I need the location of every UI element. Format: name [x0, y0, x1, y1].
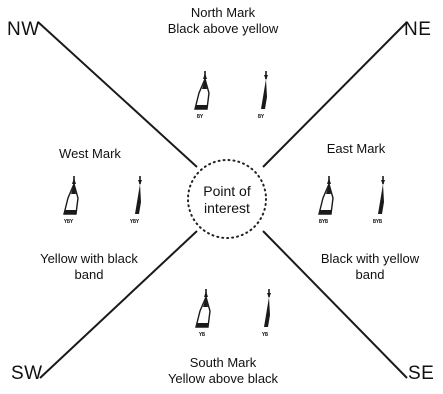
south-buoy-left-icon: YB [195, 288, 211, 338]
east-mark-title: East Mark [326, 141, 386, 156]
svg-text:BY: BY [197, 114, 203, 120]
corner-label-se: SE [408, 363, 435, 384]
west-mark-description-line2: band [74, 267, 104, 282]
west-mark-title: West Mark [59, 146, 121, 161]
svg-text:BYB: BYB [319, 219, 328, 225]
se-diagonal-line [262, 230, 408, 379]
svg-text:BY: BY [258, 114, 264, 120]
nw-diagonal-line [37, 21, 198, 168]
sw-diagonal-line [39, 230, 198, 379]
svg-text:YB: YB [262, 332, 268, 338]
east-mark-description: Black with yellow band [300, 251, 440, 283]
corner-label-nw: NW [7, 19, 40, 40]
west-mark-description: Yellow with black band [14, 251, 164, 283]
point-of-interest-circle [187, 159, 267, 239]
west-buoy-right-icon: YBY [130, 175, 143, 225]
south-mark-title: South Mark [189, 355, 257, 370]
north-mark-title: North Mark [190, 5, 256, 20]
point-of-interest-line2: interest [204, 200, 250, 216]
east-buoy-left-icon: BYB [318, 175, 334, 225]
svg-text:YB: YB [199, 332, 205, 338]
point-of-interest-line1: Point of [203, 183, 251, 199]
south-mark-label: South Mark Yellow above black [140, 355, 306, 387]
corner-label-ne: NE [404, 19, 432, 40]
east-mark-description-line2: band [355, 267, 385, 282]
point-of-interest-label: Point of interest [187, 183, 267, 217]
east-buoy-right-icon: BYB [373, 175, 386, 225]
ne-diagonal-line [262, 21, 408, 168]
north-mark-description: Black above yellow [167, 21, 279, 36]
corner-label-sw: SW [11, 363, 43, 384]
south-mark-description: Yellow above black [167, 371, 279, 386]
west-buoy-left-icon: YBY [63, 175, 79, 225]
svg-text:BYB: BYB [373, 219, 382, 225]
svg-text:YBY: YBY [130, 219, 139, 225]
north-buoy-right-icon: BY [258, 70, 269, 120]
east-mark-description-line1: Black with yellow [320, 251, 420, 266]
south-buoy-right-icon: YB [262, 288, 272, 338]
svg-text:YBY: YBY [64, 219, 73, 225]
west-mark-description-line1: Yellow with black [40, 251, 138, 266]
north-mark-label: North Mark Black above yellow [140, 5, 306, 37]
north-buoy-left-icon: BY [194, 70, 210, 120]
